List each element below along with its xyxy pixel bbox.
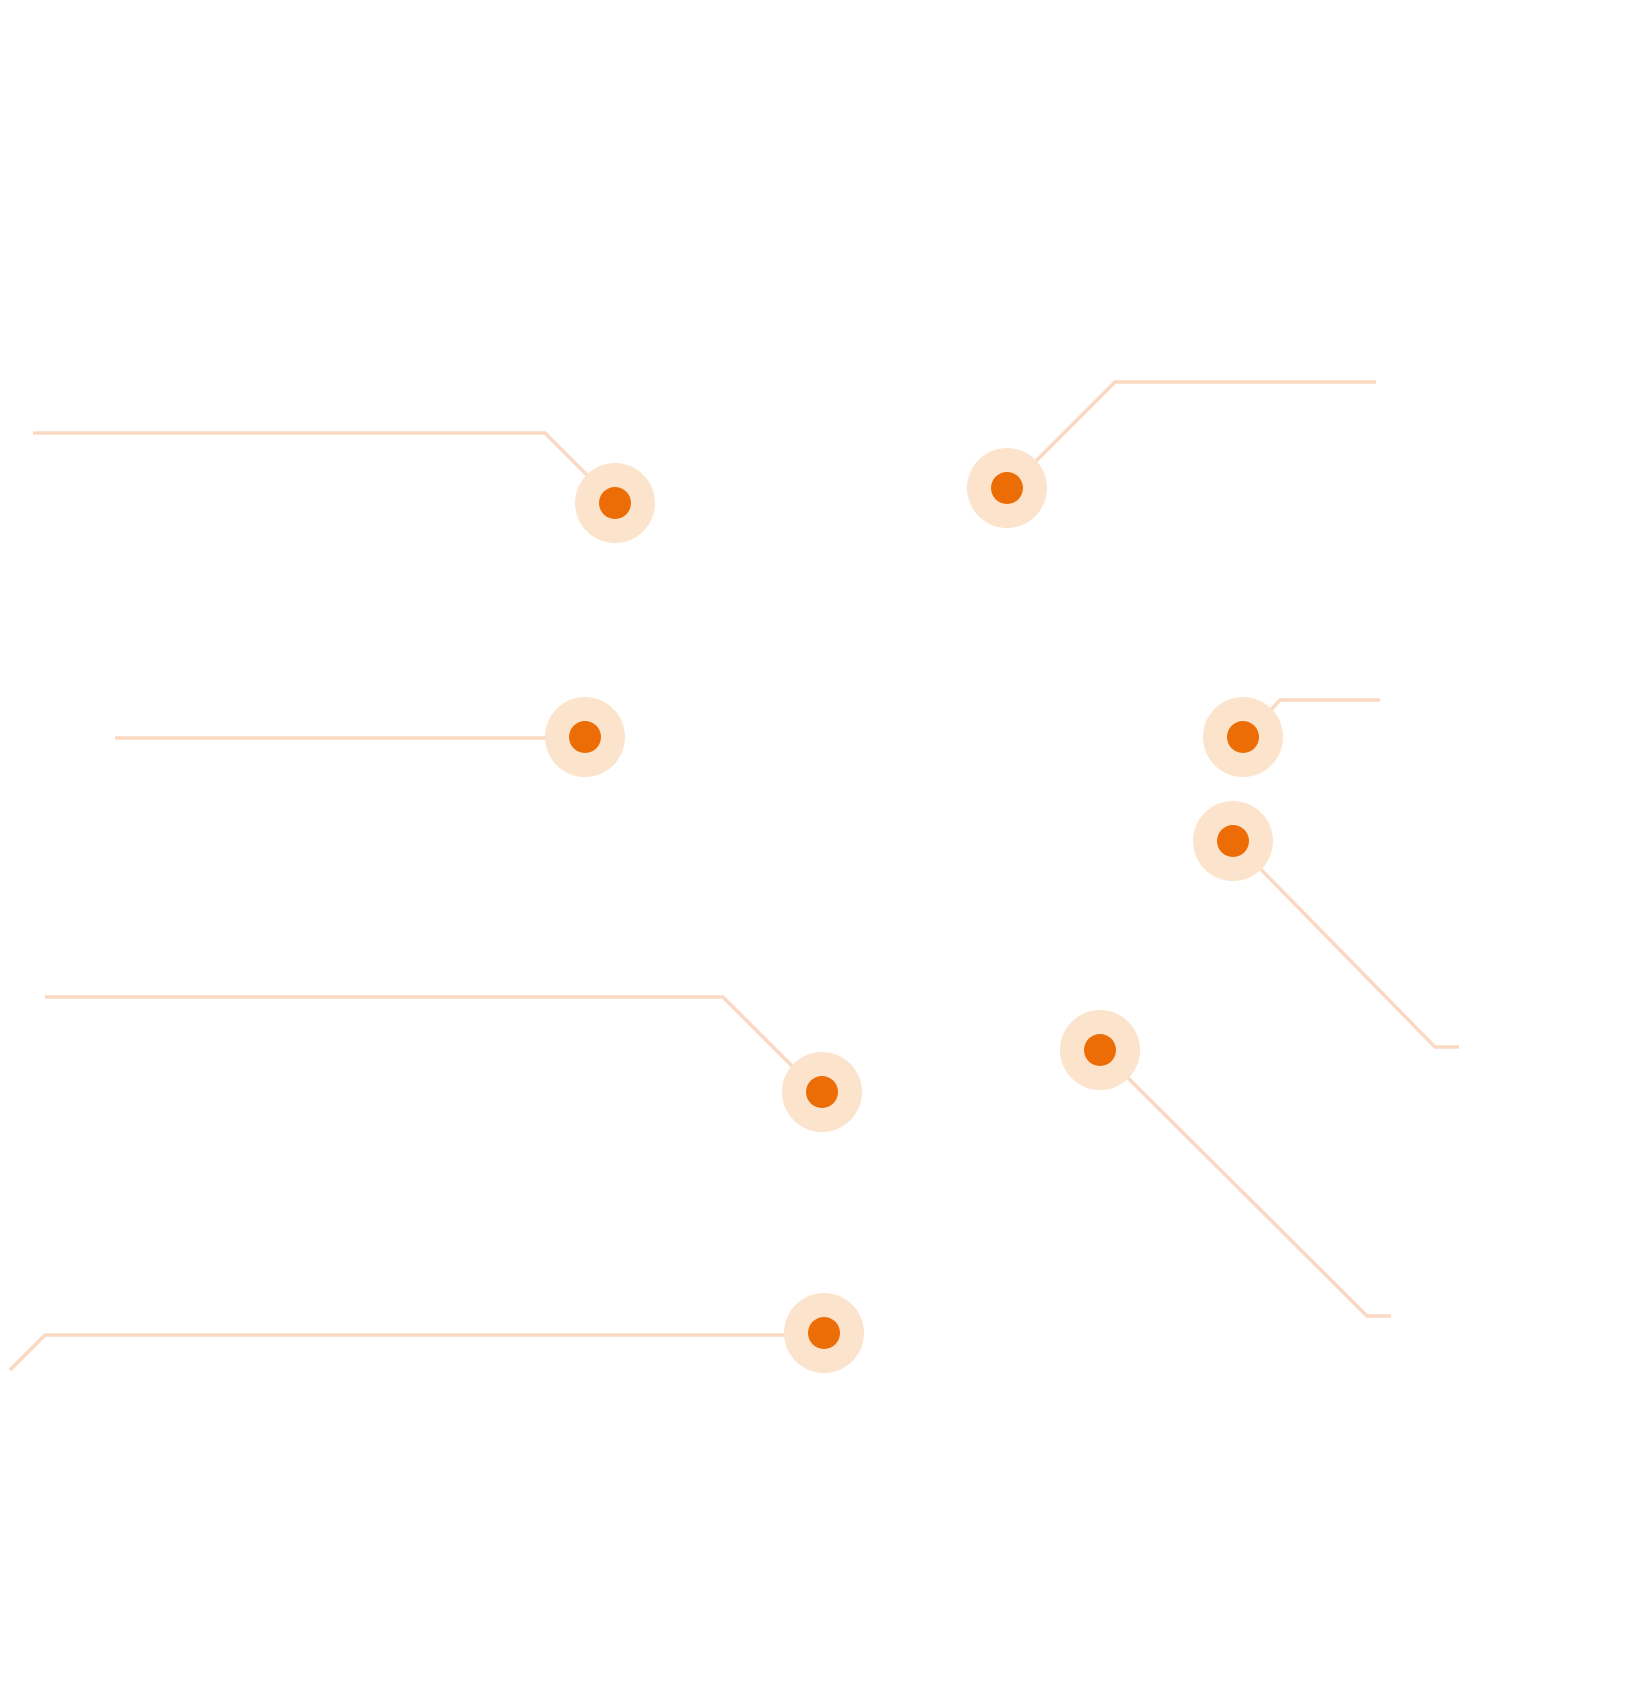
callout-layer	[8, 380, 1459, 1373]
callout-3	[115, 697, 625, 777]
callout-4	[1203, 697, 1380, 777]
callout-7-dot	[1084, 1034, 1116, 1066]
callout-7-leader-line	[1104, 1054, 1391, 1318]
callout-3-dot	[569, 721, 601, 753]
callout-5-dot	[1217, 825, 1249, 857]
callout-8-dot	[808, 1317, 840, 1349]
callout-6-dot	[806, 1076, 838, 1108]
callout-8-leader-line	[8, 1333, 824, 1372]
callout-5-leader-line	[1237, 845, 1459, 1049]
callout-4-dot	[1227, 721, 1259, 753]
callout-6-leader-line	[45, 995, 818, 1092]
callout-2-dot	[991, 472, 1023, 504]
callout-6	[45, 995, 862, 1132]
callout-8	[8, 1293, 864, 1373]
callout-1	[33, 431, 655, 543]
callout-2	[967, 380, 1376, 528]
callout-1-dot	[599, 487, 631, 519]
callout-7	[1060, 1010, 1391, 1318]
callout-5	[1193, 801, 1459, 1049]
callout-2-leader-line	[1011, 380, 1376, 486]
